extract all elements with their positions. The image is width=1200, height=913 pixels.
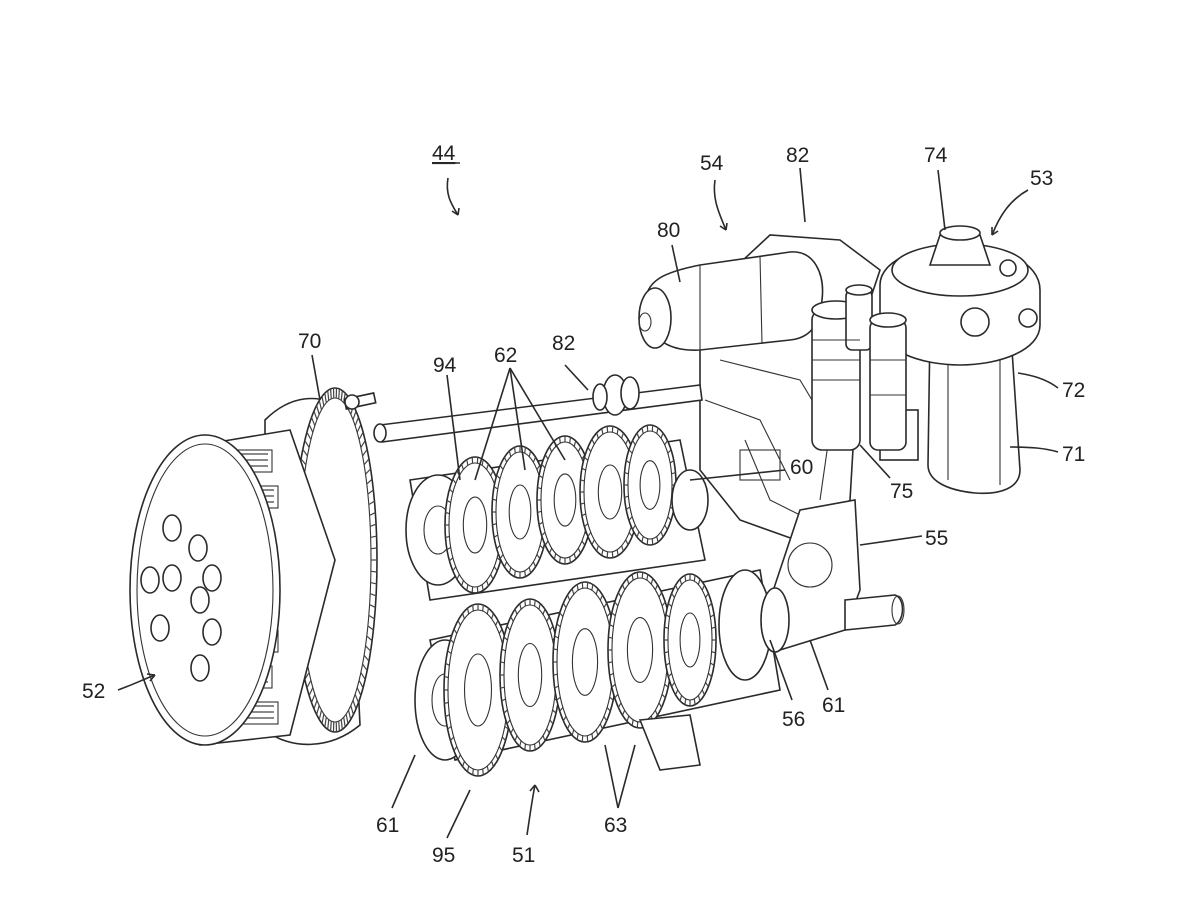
label-95: 95: [432, 844, 455, 867]
label-63: 63: [604, 814, 627, 837]
label-71: 71: [1062, 443, 1085, 466]
electric-motor-80: [638, 251, 824, 351]
label-53: 53: [1030, 167, 1053, 190]
leader-lines: [117, 167, 1059, 839]
label-55: 55: [925, 527, 948, 550]
reference-numerals: 44 54 82 74 53 80 70 94 62 82 72 71 60 7…: [82, 142, 1085, 867]
label-60: 60: [790, 456, 813, 479]
label-51: 51: [512, 844, 535, 867]
label-54: 54: [700, 152, 724, 175]
clutch-assembly: [129, 387, 378, 746]
label-70: 70: [298, 330, 321, 353]
label-62: 62: [494, 344, 517, 367]
label-82-rod: 82: [552, 332, 575, 355]
label-75: 75: [890, 480, 913, 503]
label-72: 72: [1062, 379, 1085, 402]
label-61-right: 61: [822, 694, 845, 717]
label-52: 52: [82, 680, 105, 703]
lower-gear-shaft: [414, 569, 790, 777]
label-44: 44: [432, 142, 456, 165]
upper-gear-shaft: [405, 424, 709, 601]
label-94: 94: [433, 354, 457, 377]
label-82-top: 82: [786, 144, 809, 167]
label-80: 80: [657, 219, 680, 242]
label-56: 56: [782, 708, 805, 731]
label-61-left: 61: [376, 814, 399, 837]
valve-cylinders: [811, 284, 907, 451]
shift-rod-82: [373, 374, 703, 443]
label-74: 74: [924, 144, 948, 167]
